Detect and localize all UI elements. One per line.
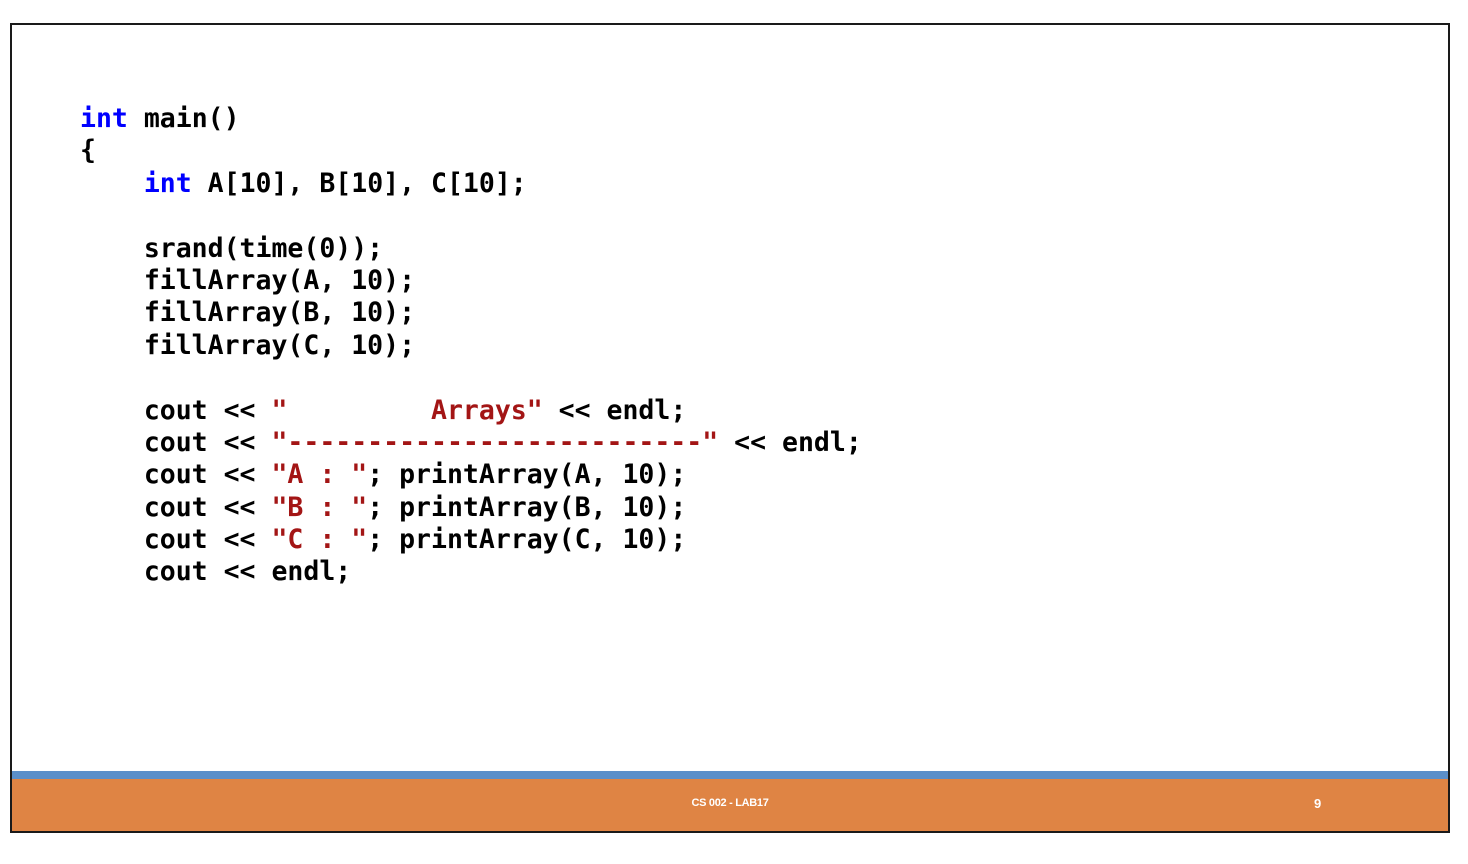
code-line: fillArray(A, 10); [80,265,862,297]
code-line: { [80,135,862,167]
code-string: "A : " [271,459,368,491]
code-line: cout << "A : "; printArray(A, 10); [80,459,862,491]
code-string: "B : " [271,491,368,523]
code-keyword: int [143,167,192,199]
code-text: cout << [80,459,272,491]
code-keyword: int [80,103,128,134]
code-text: fillArray(C, 10); [80,329,416,361]
footer-label: CS 002 - LAB17 [691,797,769,809]
code-line: int main() [80,103,862,135]
code-line: srand(time(0)); [80,233,862,265]
code-string: " Arrays" [271,394,543,426]
footer-bar: CS 002 - LAB17 9 [12,779,1448,831]
code-line: cout << "C : "; printArray(C, 10); [80,524,862,556]
code-text: ; printArray(B, 10); [367,491,687,523]
code-text: cout << endl; [80,556,352,588]
code-text: ; printArray(C, 10); [367,524,687,556]
code-string: "--------------------------" [271,426,719,458]
slide: int main(){ int A[10], B[10], C[10]; sra… [10,23,1450,833]
code-line: int A[10], B[10], C[10]; [80,168,862,200]
code-line: fillArray(B, 10); [80,297,862,329]
code-text: cout << [80,491,272,523]
code-text: << endl; [718,426,862,458]
code-text: main() [127,103,240,134]
page-number: 9 [1314,796,1322,811]
code-line: cout << " Arrays" << endl; [80,395,862,427]
code-line: cout << endl; [80,556,862,588]
code-text: << endl; [542,394,687,426]
code-text [80,168,144,199]
code-line: cout << "--------------------------" << … [80,427,862,459]
code-text: cout << [80,524,272,556]
code-text: cout << [80,426,272,458]
code-text: ; printArray(A, 10); [367,459,687,491]
code-line [80,362,862,394]
code-text: A[10], B[10], C[10]; [191,167,527,199]
code-text: fillArray(A, 10); [80,264,416,296]
code-line: cout << "B : "; printArray(B, 10); [80,492,862,524]
code-line: fillArray(C, 10); [80,330,862,362]
code-text: cout << [80,394,272,426]
code-text: srand(time(0)); [80,232,384,264]
code-line [80,200,862,232]
code-block: int main(){ int A[10], B[10], C[10]; sra… [80,103,862,589]
code-string: "C : " [271,524,368,556]
code-text: { [80,135,96,167]
code-text: fillArray(B, 10); [80,297,416,329]
footer-stripe [12,771,1448,779]
